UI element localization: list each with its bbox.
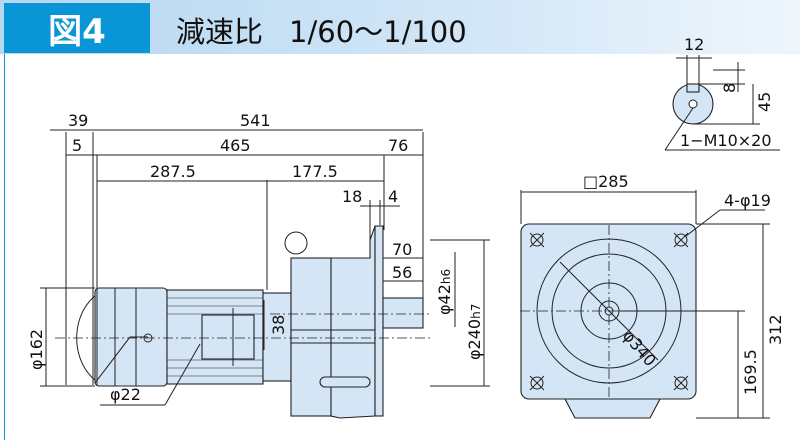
- dim-39: 39: [68, 111, 88, 130]
- dim-287-5: 287.5: [150, 162, 196, 181]
- terminal-box: [201, 314, 255, 360]
- dim-465: 465: [220, 136, 251, 155]
- side-view: 39 541 5 465 76 287.5 177.5 18 4 70 56 3…: [27, 111, 490, 419]
- shaft-detail: 12 8 45 1−M10×20: [664, 35, 780, 151]
- title: 減速比 1/60～1/100: [176, 9, 493, 51]
- dim-5: 5: [72, 136, 82, 155]
- flange: [374, 225, 384, 417]
- dim-45: 45: [755, 92, 774, 112]
- frame-line: [4, 54, 5, 440]
- dim-4-phi19: 4-φ19: [724, 191, 771, 210]
- dim-12: 12: [684, 35, 704, 54]
- dim-70: 70: [392, 240, 412, 259]
- figure-label: 図4: [4, 3, 150, 53]
- dim-8: 8: [720, 83, 739, 93]
- eye-bolt: [284, 231, 308, 255]
- dim-phi240: φ240h7: [465, 304, 484, 360]
- dim-76: 76: [388, 136, 408, 155]
- dim-phi42: φ42h6: [435, 269, 454, 315]
- dim-phi162: φ162: [27, 329, 46, 370]
- tap-spec: 1−M10×20: [680, 131, 772, 150]
- ratio-label: 減速比: [176, 15, 264, 49]
- dim-4: 4: [388, 187, 398, 206]
- output-shaft: [382, 297, 424, 329]
- gearbox-body: [290, 257, 332, 417]
- dim-38: 38: [269, 315, 288, 335]
- front-view: □285 4-φ19 φ340 312 169.5: [520, 172, 785, 419]
- dim-169-5: 169.5: [741, 349, 760, 395]
- dim-541: 541: [240, 111, 271, 130]
- dim-phi22: φ22: [110, 385, 141, 404]
- dim-177-5: 177.5: [292, 162, 338, 181]
- dim-18: 18: [342, 187, 362, 206]
- ratio-range: 1/60～1/100: [289, 15, 467, 49]
- dim-square-285: □285: [583, 172, 629, 191]
- dim-312: 312: [766, 314, 785, 345]
- dim-56: 56: [392, 263, 412, 282]
